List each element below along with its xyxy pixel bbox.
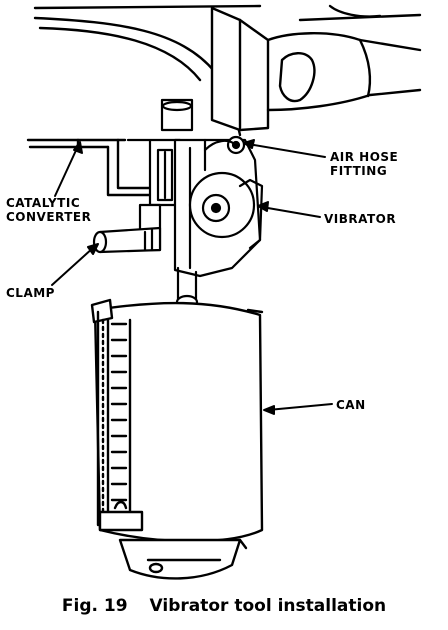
can	[90, 298, 264, 580]
leader-lines	[51, 139, 333, 415]
can-label: CAN	[336, 398, 366, 412]
air-hose-fitting-label: AIR HOSE FITTING	[330, 150, 398, 178]
clamp-leader	[51, 246, 95, 286]
catalytic-label-line1: CATALYTIC	[6, 196, 81, 210]
air-hose-label-line1: AIR HOSE	[330, 150, 399, 164]
catalytic-label-line2: CONVERTER	[6, 210, 92, 224]
clamp-assembly	[92, 98, 194, 254]
vibrator-label: VIBRATOR	[324, 212, 397, 226]
can-leader	[267, 403, 333, 411]
catalytic-leader	[54, 145, 79, 197]
vibrator-leader	[261, 206, 321, 218]
figure-number: Fig. 19	[61, 596, 128, 616]
exhaust-pipe	[26, 138, 162, 197]
air-hose-leader-arrowhead	[243, 139, 255, 149]
figure-caption: Fig. 19 Vibrator tool installation	[0, 596, 448, 616]
vibrator-leader-arrowhead	[257, 201, 269, 212]
air-hose-leader	[247, 143, 326, 158]
can-leader-arrowhead	[263, 405, 275, 415]
air-hose-label-line2: FITTING	[330, 164, 388, 178]
clamp-label: CLAMP	[6, 286, 55, 300]
vehicle-underbody	[33, 4, 422, 137]
catalytic-converter-label: CATALYTIC CONVERTER	[6, 196, 91, 224]
catalytic-leader-arrowhead	[73, 141, 83, 154]
figure-title: Vibrator tool installation	[149, 596, 387, 616]
vibrator-unit	[173, 135, 264, 310]
clamp-leader-arrowhead	[87, 243, 99, 255]
